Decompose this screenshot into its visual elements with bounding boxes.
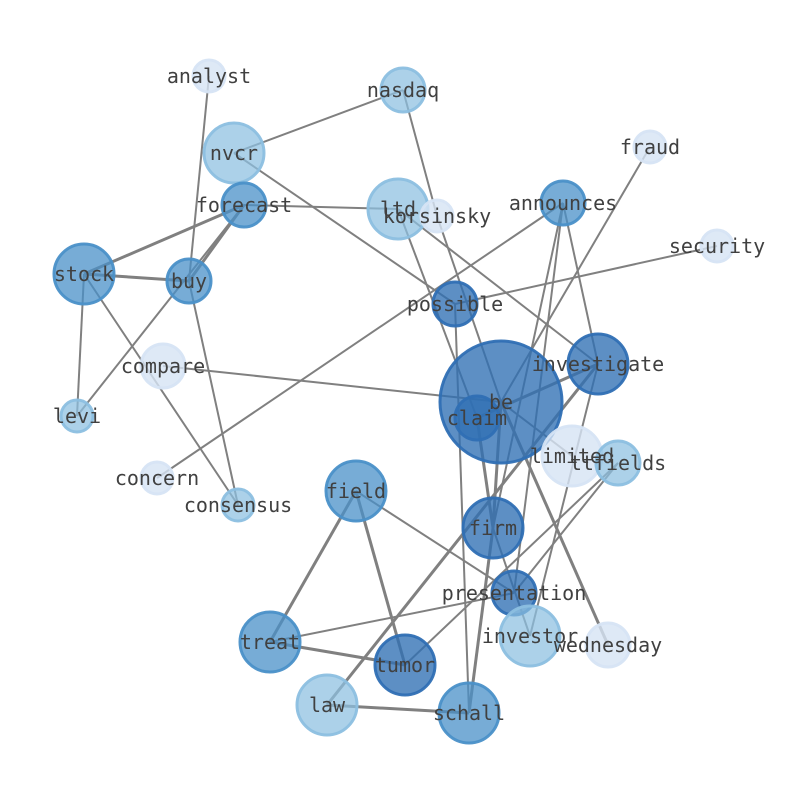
node-analyst: [191, 58, 227, 94]
node-tumor: [373, 633, 437, 697]
node-compare: [139, 342, 187, 390]
node-claim: [453, 394, 501, 442]
node-possible: [431, 280, 479, 328]
edge-analyst-buy: [188, 75, 210, 282]
node-ttfields: [594, 439, 642, 487]
node-label-wednesday: wednesday: [554, 633, 662, 657]
node-label-ltd: ltd: [380, 197, 416, 221]
edges-layer: [76, 75, 718, 715]
node-korsinsky: [419, 198, 455, 234]
node-label-tumor: tumor: [375, 653, 435, 677]
node-label-investigate: investigate: [532, 352, 664, 376]
edge-ttfields-tumor: [404, 462, 619, 666]
node-label-compare: compare: [121, 354, 205, 378]
node-fraud: [632, 129, 668, 165]
node-label-schall: schall: [433, 701, 505, 725]
node-label-analyst: analyst: [167, 64, 251, 88]
node-wednesday: [584, 621, 632, 669]
node-nvcr: [202, 121, 266, 185]
node-nasdaq: [379, 66, 427, 114]
node-label-forecast: forecast: [196, 193, 292, 217]
node-label-security: security: [669, 234, 765, 258]
node-treat: [238, 610, 302, 674]
node-stock: [52, 242, 116, 306]
node-announces: [539, 179, 587, 227]
node-label-presentation: presentation: [442, 581, 587, 605]
node-label-law: law: [309, 693, 346, 717]
edge-investigate-investor: [529, 363, 599, 637]
node-security: [699, 228, 735, 264]
edge-ttfields-presentation: [513, 462, 619, 594]
node-schall: [437, 681, 501, 745]
node-label-announces: announces: [509, 191, 617, 215]
node-forecast: [220, 181, 268, 229]
node-law: [295, 673, 359, 737]
node-label-investor: investor: [482, 624, 578, 648]
node-label-claim: claim: [447, 406, 507, 430]
node-field: [324, 459, 388, 523]
node-label-stock: stock: [54, 262, 114, 286]
nodes-layer: [52, 58, 735, 745]
node-label-buy: buy: [171, 269, 207, 293]
edge-stock-consensus: [83, 273, 239, 506]
edge-ltd-investigate: [397, 208, 599, 365]
node-investigate: [566, 332, 630, 396]
node-label-possible: possible: [407, 292, 503, 316]
node-investor: [498, 604, 562, 668]
node-label-ttfields: ttfields: [570, 451, 666, 475]
node-label-firm: firm: [469, 516, 517, 540]
node-label-nvcr: nvcr: [210, 141, 258, 165]
edge-buy-consensus: [188, 280, 239, 506]
node-levi: [59, 398, 95, 434]
node-label-consensus: consensus: [184, 493, 292, 517]
node-label-field: field: [326, 479, 386, 503]
node-label-levi: levi: [53, 404, 101, 428]
node-label-limited: limited: [530, 444, 614, 468]
edge-forecast-levi: [76, 204, 245, 417]
edge-security-possible: [454, 245, 718, 305]
node-label-fraud: fraud: [620, 135, 680, 159]
node-concern: [139, 460, 175, 496]
edge-announces-concern: [156, 202, 564, 479]
node-label-concern: concern: [115, 466, 199, 490]
node-label-korsinsky: korsinsky: [383, 204, 491, 228]
node-label-be: be: [489, 390, 513, 414]
node-firm: [461, 496, 525, 560]
edge-presentation-treat: [269, 592, 515, 643]
node-label-treat: treat: [240, 630, 300, 654]
node-consensus: [220, 487, 256, 523]
labels-layer: analyst nasdaq nvcr fraud forecast ltdkorsins…: [53, 64, 765, 725]
node-buy: [165, 257, 213, 305]
edge-nvcr-possible: [233, 152, 456, 305]
node-label-nasdaq: nasdaq: [367, 78, 439, 102]
